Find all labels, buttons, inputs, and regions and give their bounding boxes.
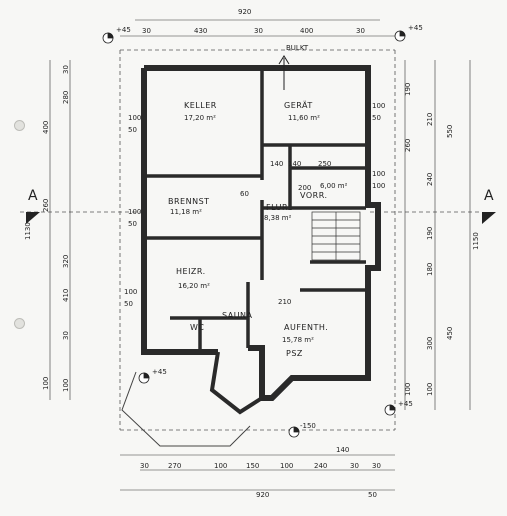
left-outer-dimension: 1130 [24,222,32,240]
inner-dim-15: 60 [240,190,249,198]
inner-dim-12: 100 [372,182,385,190]
bottom-dim-6: 240 [314,462,327,470]
right-dim-7: 180 [426,263,434,276]
bottom-dim-1: 30 [140,462,149,470]
room-name-heizraum: HEIZR. [176,267,206,276]
room-name-wc: WC [190,323,205,332]
room-area-geraet: 11,60 m² [288,114,320,122]
inner-dim-5: 100 [372,102,385,110]
bottom-total-dimension: 920 [256,491,269,499]
top-dim-2: 430 [194,27,207,35]
left-dim-7: 100 [62,379,70,392]
punch-hole-top [14,120,25,131]
bottom-extra-dimension: 50 [368,491,377,499]
level-marker-2: +45 [408,24,423,32]
right-dim-6: 190 [426,227,434,240]
left-dim-9: 30 [62,331,70,340]
top-dim-5: 30 [356,27,365,35]
room-area-vorrat: 6,00 m² [320,182,348,190]
left-dim-6: 100 [42,377,50,390]
bottom-dim-5: 100 [280,462,293,470]
inner-dim-9: 250 [318,160,331,168]
top-total-dimension: 920 [238,8,251,16]
level-marker-1: +45 [116,26,131,34]
room-name-psz: PSZ [286,349,303,358]
bay-window [121,351,264,447]
punch-hole-bottom [14,318,25,329]
right-dim-11: 100 [426,383,434,396]
interior-walls [146,70,366,350]
left-dim-4: 320 [62,255,70,268]
section-label-left: A [28,188,38,204]
section-label-right: A [484,188,494,204]
room-name-brennst: BRENNST [168,197,210,206]
right-dim-3: 550 [446,125,454,138]
text-layer: A A 920 920 50 30 430 30 400 30 30 270 1… [24,8,494,499]
stair [311,211,361,261]
right-dim-10: 100 [404,383,412,396]
room-name-geraet: GERÄT [284,100,313,110]
room-name-flur: FLUR [266,203,288,212]
level-marker-5: -150 [300,422,316,430]
left-dim-2: 400 [42,121,50,134]
bottom-dim-2: 270 [168,462,181,470]
inner-dim-7: 100 [124,288,137,296]
room-name-vorrat: VORR. [300,191,328,200]
inner-dim-8: 50 [124,300,133,308]
right-dim-2: 210 [426,113,434,126]
room-area-brennst: 11,18 m² [170,208,202,216]
inner-dim-2: 50 [128,126,137,134]
entry-arrow [278,55,290,90]
inner-dim-6: 50 [372,114,381,122]
left-dim-8: 30 [62,65,70,74]
right-dim-5: 240 [426,173,434,186]
right-dim-8: 300 [426,337,434,350]
bulkhead-label: BULKT [286,44,309,52]
dimension-lines [49,19,471,491]
right-dim-9: 450 [446,327,454,340]
inner-dim-14: 140 [288,160,301,168]
top-dim-1: 30 [142,27,151,35]
right-dim-1: 190 [404,83,412,96]
inner-dim-13: 140 [270,160,283,168]
room-name-aufenthalt: AUFENTH. [284,323,328,332]
room-area-flur: 8,38 m² [264,214,292,222]
room-area-keller: 17,20 m² [184,114,216,122]
top-dim-4: 400 [300,27,313,35]
inner-dim-16: 210 [278,298,291,306]
room-name-sauna: SAUNA [222,311,253,320]
level-circles [102,30,406,438]
inner-dim-3: 100 [128,208,141,216]
bottom-dim-8: 30 [372,462,381,470]
left-dim-3: 260 [42,199,50,212]
bottom-dim-9: 140 [336,446,349,454]
level-marker-4: +45 [398,400,413,408]
bottom-dim-4: 150 [246,462,259,470]
section-markers [26,212,496,224]
bottom-dim-3: 100 [214,462,227,470]
top-dim-3: 30 [254,27,263,35]
inner-dim-11: 100 [372,170,385,178]
left-dim-1: 280 [62,91,70,104]
outer-walls [141,65,381,401]
inner-dim-1: 100 [128,114,141,122]
right-outer-dimension: 1150 [472,232,480,250]
room-area-aufenthalt: 15,78 m² [282,336,314,344]
right-dim-4: 260 [404,139,412,152]
left-dim-5: 410 [62,289,70,302]
inner-dim-4: 50 [128,220,137,228]
room-area-heizraum: 16,20 m² [178,282,210,290]
dashed-guides [20,49,480,431]
bottom-dim-7: 30 [350,462,359,470]
inner-dim-10: 200 [298,184,311,192]
level-marker-3: +45 [152,368,167,376]
room-name-keller: KELLER [184,101,217,110]
